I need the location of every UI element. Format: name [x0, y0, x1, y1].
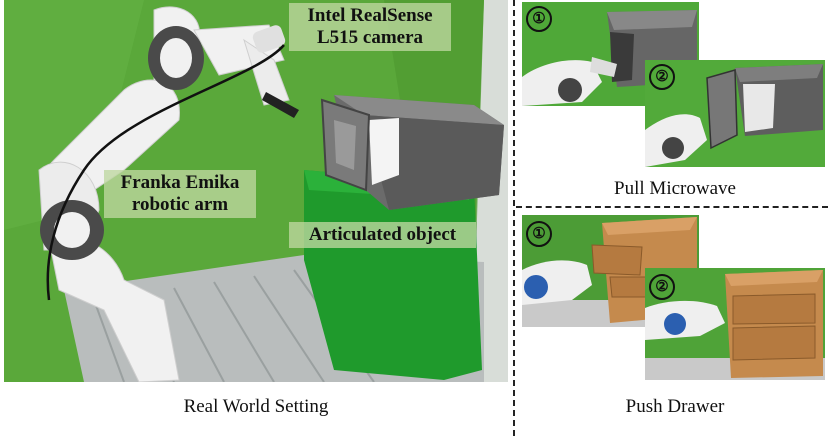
arm-label: Franka Emika robotic arm	[104, 170, 256, 218]
main-caption: Real World Setting	[183, 396, 329, 417]
main-photo-scene	[4, 0, 508, 382]
drawer-step-1-badge: ①	[526, 221, 552, 247]
camera-label: Intel RealSense L515 camera	[289, 3, 451, 51]
microwave-photo-2	[645, 60, 825, 167]
microwave-caption: Pull Microwave	[614, 178, 736, 199]
vertical-separator	[513, 0, 515, 436]
drawer-step-2-badge: ②	[649, 274, 675, 300]
object-label: Articulated object	[289, 222, 476, 248]
arm-label-line-2: robotic arm	[131, 194, 229, 215]
microwave-step-2-badge: ②	[649, 64, 675, 90]
main-photo	[4, 0, 508, 382]
horizontal-separator	[516, 206, 828, 208]
camera-label-line-2: L515 camera	[316, 27, 424, 48]
camera-label-line-1: Intel RealSense	[307, 5, 433, 26]
drawer-photo-2	[645, 268, 825, 380]
microwave-step-1-badge: ①	[526, 6, 552, 32]
drawer-caption: Push Drawer	[625, 396, 725, 417]
arm-label-line-1: Franka Emika	[120, 172, 240, 193]
object-label-text: Articulated object	[308, 224, 457, 245]
